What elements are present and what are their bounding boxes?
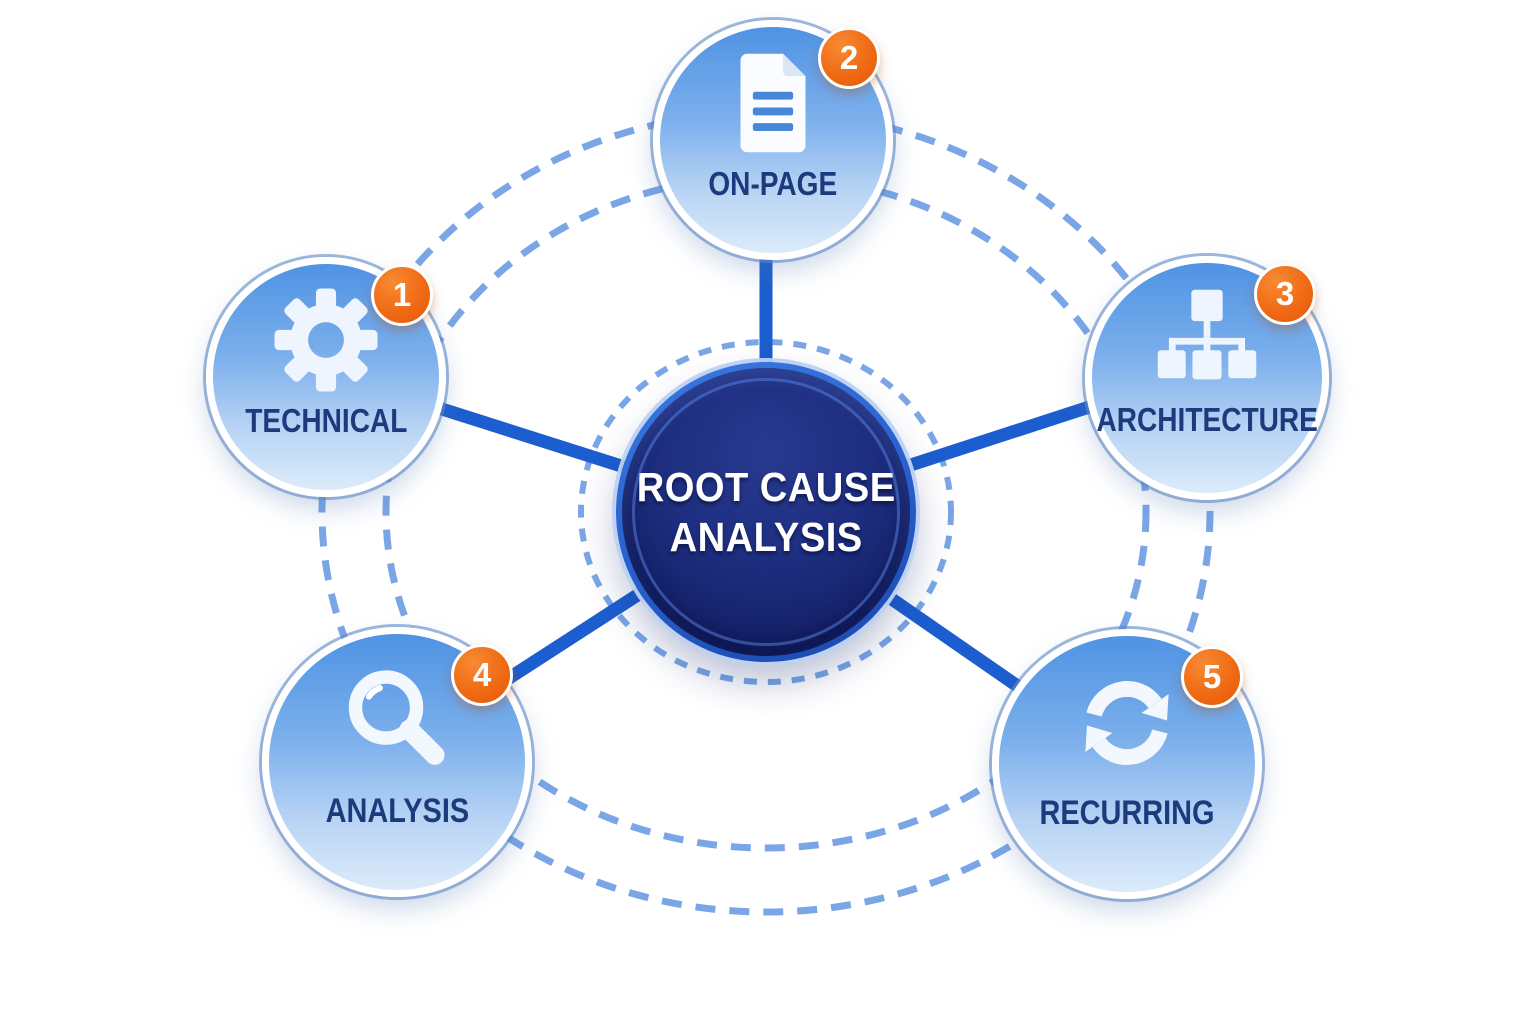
gear-icon [274,288,378,392]
node-badge: 2 [818,27,880,89]
hub-body: ROOT CAUSE ANALYSIS [622,368,910,656]
node-label: ARCHITECTURE [1096,401,1318,438]
node-label: RECURRING [1039,794,1215,832]
node-badge: 4 [451,644,513,706]
hub-title-line2: ANALYSIS [669,514,863,560]
node-recurring: RECURRING 5 [992,629,1262,899]
node-on-page: ON-PAGE 2 [653,20,893,260]
magnifier-icon [348,670,445,765]
dashed-orbit-inner [382,172,1150,852]
hub-circle: ROOT CAUSE ANALYSIS [616,362,916,662]
dashed-hub-ring [578,339,954,685]
node-badge: 1 [371,264,433,326]
node-label: ON-PAGE [708,165,838,202]
sitemap-icon [1157,289,1257,380]
node-technical: TECHNICAL 1 [206,257,446,497]
node-label: TECHNICAL [244,402,408,439]
hub-title: ROOT CAUSE ANALYSIS [637,462,896,562]
node-badge: 3 [1254,263,1316,325]
node-architecture: ARCHITECTURE 3 [1085,256,1329,500]
document-icon [740,53,806,153]
node-analysis: ANALYSIS 4 [262,627,532,897]
hub-title-line1: ROOT CAUSE [636,463,896,510]
node-label: ANALYSIS [325,792,469,830]
node-badge: 5 [1181,646,1243,708]
sync-arrows-icon [1085,681,1169,765]
